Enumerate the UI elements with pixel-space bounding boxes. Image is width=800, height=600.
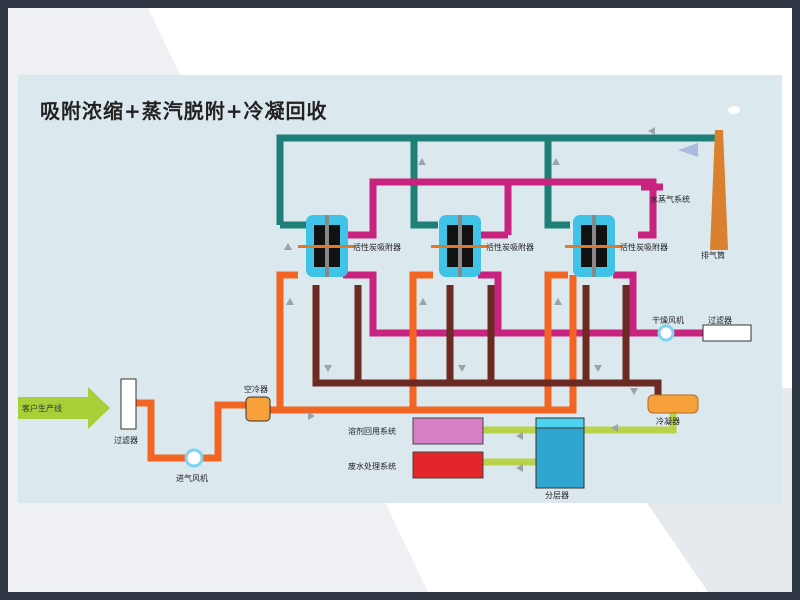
dry-filter-label: 过滤器 xyxy=(708,316,732,325)
solvent-reuse-tank xyxy=(412,417,484,445)
process-diagram xyxy=(18,106,752,489)
condenser-label: 冷凝器 xyxy=(656,417,680,426)
diagram-title: 吸附浓缩+蒸汽脱附+冷凝回收 xyxy=(40,99,328,123)
inlet-pipe xyxy=(136,271,577,462)
air-cooler-label: 空冷器 xyxy=(244,385,268,394)
adsorber-3-label: 活性炭吸附器 xyxy=(620,243,668,252)
wastewater-label: 废水处理系统 xyxy=(348,462,396,471)
production-line-label: 客户生产线 xyxy=(22,404,62,413)
adsorber-1-label: 活性炭吸附器 xyxy=(353,243,401,252)
dry-fan-label: 干燥风机 xyxy=(652,316,684,325)
exhaust-pipe xyxy=(276,134,718,229)
adsorber-icons xyxy=(298,215,623,277)
diagram-panel: 吸附浓缩+蒸汽脱附+冷凝回收 xyxy=(18,75,782,503)
wastewater-tank xyxy=(412,451,484,479)
condenser-icon xyxy=(647,394,699,414)
air-cooler-icon xyxy=(245,396,271,422)
solvent-reuse-label: 溶剂回用系统 xyxy=(348,427,396,436)
separator-icon xyxy=(535,417,585,489)
flow-arrows xyxy=(284,127,655,472)
steam-system-label: 水蒸气系统 xyxy=(650,195,690,204)
stack-icon xyxy=(710,130,728,250)
steam-pipe-upper-2 xyxy=(373,178,508,239)
inlet-fan-label: 进气风机 xyxy=(176,474,208,483)
adsorber-2-label: 活性炭吸附器 xyxy=(486,243,534,252)
liquid-pipe xyxy=(483,410,677,466)
dry-filter-icon xyxy=(702,324,752,342)
dry-fan-icon xyxy=(657,324,675,342)
dry-pipe xyxy=(343,271,703,337)
inlet-filter-label: 过滤器 xyxy=(114,436,138,445)
separator-label: 分层器 xyxy=(545,491,569,500)
inlet-fan-icon xyxy=(184,448,204,468)
condensate-pipe xyxy=(312,285,662,397)
steam-arrow-icon xyxy=(678,143,698,157)
stack-label: 排气筒 xyxy=(701,251,725,260)
inlet-arrow-icon xyxy=(18,387,110,429)
stack-plume-icon xyxy=(728,106,740,114)
slide: 吸附浓缩+蒸汽脱附+冷凝回收 xyxy=(8,8,792,592)
inlet-filter-icon xyxy=(120,378,137,430)
